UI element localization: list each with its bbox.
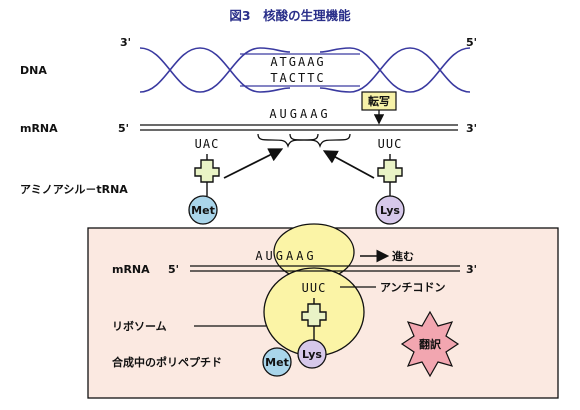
dna-top-strand: ATGAAG <box>270 55 325 69</box>
mrna-sequence: AUGAAG <box>269 107 330 121</box>
dna-bottom-strand: TACTTC <box>270 71 325 85</box>
direction-label: 進む <box>392 249 414 263</box>
translation-badge-label: 翻訳 <box>419 337 442 351</box>
polypeptide-label: 合成中のポリペプチド <box>112 355 222 369</box>
lys-label-right: Lys <box>380 204 400 217</box>
met-amino-acid-left <box>188 195 218 225</box>
met-label-left: Met <box>191 204 215 217</box>
lys-amino-acid-panel <box>297 339 327 369</box>
transcription-label: 転写 <box>368 94 390 108</box>
anticodon-label: アンチコドン <box>380 281 446 294</box>
lys-amino-acid-right <box>375 195 405 225</box>
mrna-end-right: 3' <box>466 122 477 135</box>
dna-end-right: 5' <box>466 36 477 49</box>
mrna-strand <box>140 124 458 131</box>
panel-anticodon: UUC <box>302 281 327 295</box>
panel-mrna-sequence: AUGAAG <box>255 249 316 263</box>
ribosome-label: リボソーム <box>112 319 167 333</box>
trna-left <box>194 153 220 197</box>
dna-double-helix <box>139 47 471 93</box>
panel-mrna-end-right: 3' <box>466 263 477 276</box>
trna-left-anticodon: UAC <box>195 137 220 151</box>
trna-right <box>377 153 403 197</box>
met-label-panel: Met <box>265 356 289 369</box>
panel-mrna-label: mRNA <box>112 263 150 276</box>
mrna-end-left: 5' <box>118 122 129 135</box>
dna-label: DNA <box>20 64 47 77</box>
codon-braces <box>257 133 351 149</box>
lys-label-panel: Lys <box>302 348 322 361</box>
left-trna-arrow <box>223 148 284 179</box>
translation-badge <box>400 310 460 378</box>
mrna-label: mRNA <box>20 122 58 135</box>
right-trna-arrow <box>322 150 375 179</box>
aminoacyl-trna-label: アミノアシル－tRNA <box>20 183 128 196</box>
figure-title: 図3 核酸の生理機能 <box>229 8 351 23</box>
trna-right-anticodon: UUC <box>378 137 403 151</box>
dna-end-left: 3' <box>120 36 131 49</box>
panel-mrna-strand <box>190 265 460 272</box>
panel-mrna-end-left: 5' <box>168 263 179 276</box>
met-amino-acid-panel <box>262 347 292 377</box>
